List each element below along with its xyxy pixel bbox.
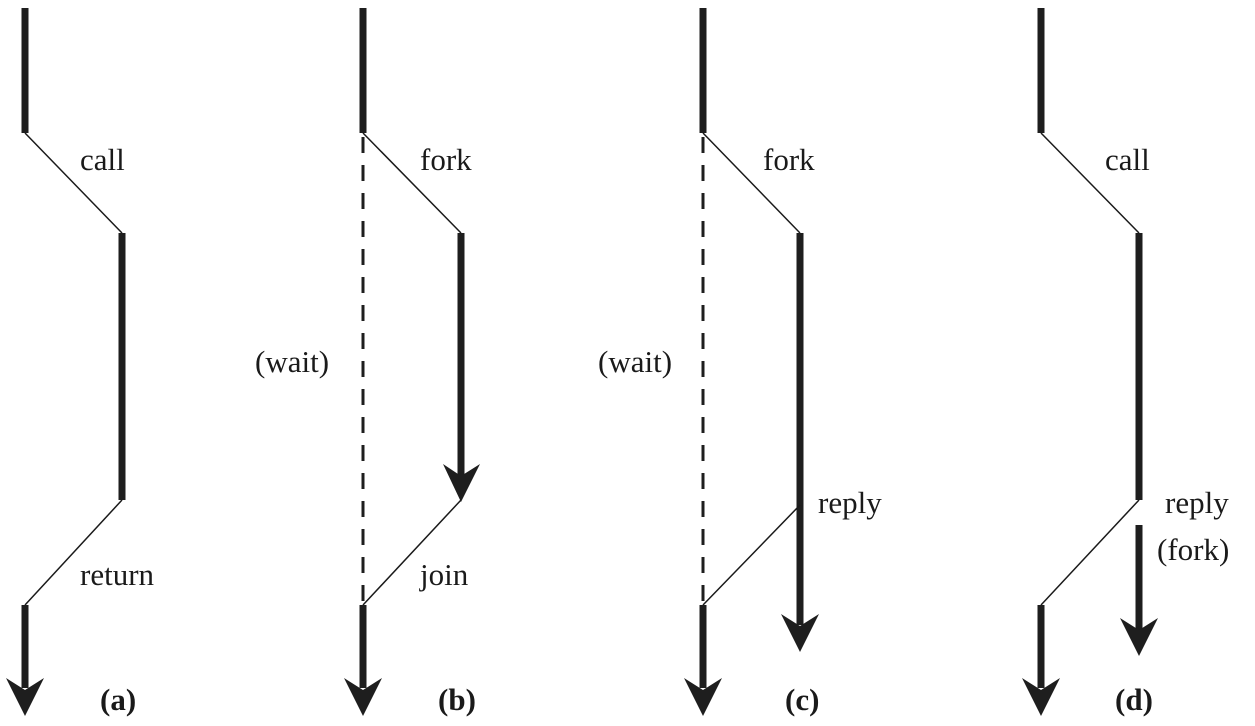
caption-d: (d) — [1115, 682, 1153, 717]
wait-label: (wait) — [598, 344, 672, 379]
caption-a: (a) — [100, 682, 136, 717]
arrowhead-icon — [684, 678, 722, 716]
fork-label: fork — [763, 142, 815, 177]
arrowhead-icon — [344, 678, 382, 716]
reply-transfer-line — [1040, 499, 1140, 606]
panel-c: fork (wait) reply (c) — [598, 8, 882, 717]
arrowhead-icon — [443, 464, 480, 502]
join-transfer-line — [362, 499, 462, 606]
call-transfer-line — [24, 132, 123, 234]
fork-transfer-line — [702, 132, 801, 234]
return-transfer-line — [24, 499, 123, 606]
fork-label: fork — [420, 142, 472, 177]
call-transfer-line — [1040, 132, 1140, 234]
arrowhead-icon — [6, 678, 44, 716]
reply-label: reply — [818, 485, 882, 520]
return-label: return — [80, 557, 155, 592]
caption-b: (b) — [438, 682, 476, 717]
panel-d: call reply (fork) (d) — [1022, 8, 1229, 717]
fork-note-label: (fork) — [1157, 532, 1229, 567]
arrowhead-icon — [1022, 678, 1060, 716]
reply-label: reply — [1165, 485, 1229, 520]
call-label: call — [80, 142, 125, 177]
arrowhead-icon — [781, 614, 819, 652]
join-label: join — [419, 557, 469, 592]
panel-a: call return (a) — [6, 8, 155, 717]
fork-transfer-line — [362, 132, 462, 234]
panel-b: fork (wait) join (b) — [255, 8, 480, 717]
call-label: call — [1105, 142, 1150, 177]
reply-transfer-line — [702, 504, 801, 606]
arrowhead-icon — [1120, 618, 1158, 656]
wait-label: (wait) — [255, 344, 329, 379]
caption-c: (c) — [785, 682, 819, 717]
